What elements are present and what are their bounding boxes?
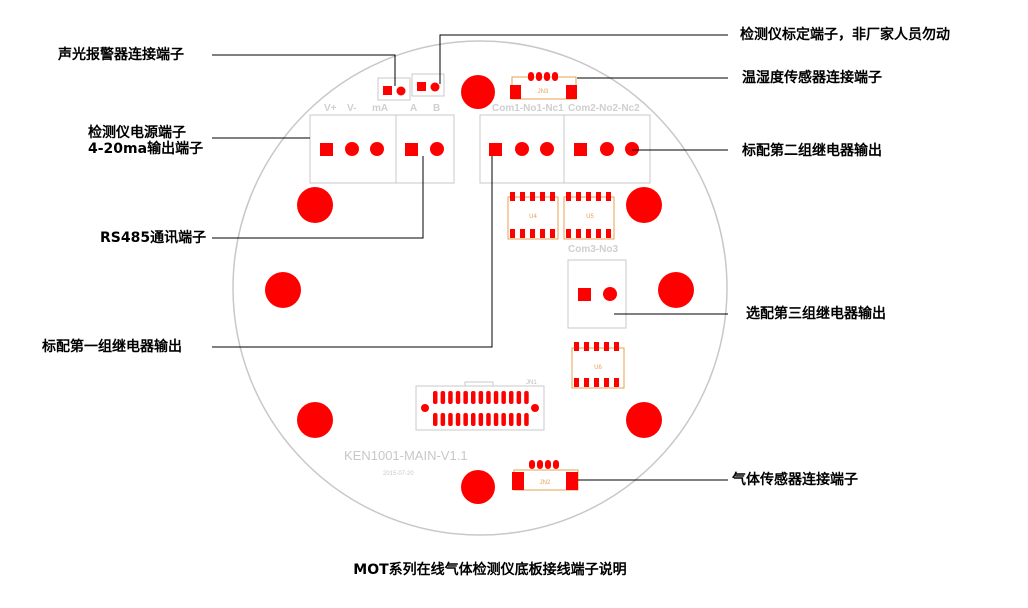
jh1-pin	[455, 413, 461, 426]
rs485-terminal-block	[395, 114, 455, 184]
board-model: KEN1001-MAIN-V1.1	[344, 448, 468, 463]
jh1-pin	[433, 391, 438, 404]
mounting-hole	[297, 187, 333, 223]
jh1-header: JN1	[415, 380, 545, 431]
jh1-pin	[493, 413, 499, 426]
jh1-pin	[509, 391, 514, 404]
leader-calib	[439, 34, 728, 84]
silk-a: A	[410, 103, 417, 114]
board-date: 2015-07-20	[383, 471, 414, 477]
silk-relay2: Com2-No2-Nc2	[568, 103, 640, 114]
jh1-pin	[463, 413, 468, 426]
mounting-hole	[626, 187, 662, 223]
jh1-silk: JN1	[526, 380, 537, 386]
label-rs485: RS485通讯端子	[100, 230, 207, 246]
jh1-pin	[516, 413, 522, 426]
mounting-hole	[461, 470, 495, 504]
u4-silk: U4	[529, 214, 537, 220]
mounting-hole	[626, 402, 662, 438]
jh1-pin	[471, 391, 476, 404]
label-relay2: 标配第二组继电器输出	[742, 143, 882, 159]
mounting-holes	[265, 75, 694, 504]
u6-silk: U6	[594, 365, 602, 371]
jn3-silk: JN3	[538, 89, 549, 95]
jh1-pin	[478, 413, 484, 426]
jh1-pin	[524, 391, 529, 404]
page-caption: MOT系列在线气体检测仪底板接线端子说明	[353, 562, 627, 578]
jh1-pin	[486, 413, 491, 426]
label-humidity: 温湿度传感器连接端子	[742, 70, 882, 86]
jh1-pin	[501, 391, 506, 404]
mounting-hole	[658, 272, 694, 308]
jh1-pin	[440, 391, 446, 404]
relay1-terminal-block	[479, 114, 565, 184]
relay3-terminal-block	[567, 259, 627, 329]
jh1-pin	[486, 391, 491, 404]
mounting-hole	[461, 75, 495, 109]
relay2-terminal-block	[563, 114, 651, 184]
leader-alarm	[212, 54, 396, 86]
jh1-pin	[471, 413, 476, 426]
jh1-pin	[501, 413, 506, 426]
label-gas: 气体传感器连接端子	[732, 472, 858, 488]
jh1-pin	[478, 391, 484, 404]
silk-relay1: Com1-No1-Nc1	[492, 103, 564, 114]
jh1-pin	[448, 391, 453, 404]
u5-silk: U5	[586, 214, 594, 220]
label-alarm: 声光报警器连接端子	[58, 47, 184, 63]
silk-relay3: Com3-No3	[568, 244, 618, 255]
jn2-silk: JN2	[540, 480, 551, 486]
jh1-pin	[463, 391, 468, 404]
label-power-line2: 4-20ma输出端子	[88, 141, 204, 157]
calibration-connector	[411, 73, 445, 97]
silk-vminus: V-	[347, 103, 356, 114]
jh1-pin	[433, 413, 438, 426]
mounting-hole	[265, 272, 301, 308]
mounting-hole	[297, 402, 333, 438]
power-terminal-block	[309, 114, 397, 184]
jh1-pin	[493, 391, 499, 404]
silk-b: B	[433, 103, 440, 114]
relay-u4: U4	[507, 192, 559, 240]
jh1-pin	[524, 413, 529, 426]
label-relay3: 选配第三组继电器输出	[746, 306, 886, 322]
relay-u6: U6	[571, 342, 625, 389]
leader-relay1	[212, 156, 493, 348]
silk-vplus: V+	[324, 103, 337, 114]
label-power-line1: 检测仪电源端子	[88, 125, 186, 141]
jh1-pin	[455, 391, 461, 404]
leader-rs485	[212, 156, 424, 239]
jn3-connector: JN3	[510, 72, 577, 100]
label-calib: 检测仪标定端子，非厂家人员勿动	[740, 27, 950, 43]
jh1-pin	[440, 413, 446, 426]
jh1-pin	[448, 413, 453, 426]
relay-u5: U5	[563, 192, 615, 240]
jh1-pin	[516, 391, 522, 404]
label-relay1: 标配第一组继电器输出	[42, 339, 182, 355]
silk-ma: mA	[372, 103, 388, 114]
jh1-pin	[509, 413, 514, 426]
alarm-connector	[377, 77, 411, 101]
